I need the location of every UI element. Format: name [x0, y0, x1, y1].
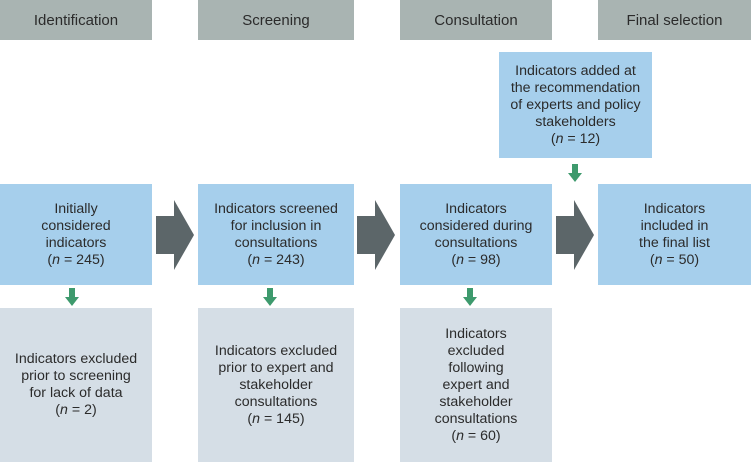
excluded-2-count: (n = 145) [247, 410, 305, 427]
excluded-3-line-2: excluded [447, 342, 505, 359]
main-1-line-3: indicators [45, 234, 107, 251]
excluded-3-line-5: stakeholder [439, 393, 513, 410]
consultation-box: Indicators considered during consultatio… [400, 184, 552, 285]
main-3-count: (n = 98) [451, 251, 501, 268]
main-1-line-2: considered [41, 217, 111, 234]
main-2-count: (n = 243) [247, 251, 305, 268]
main-2-line-2: for inclusion in [230, 217, 322, 234]
added-line-2: the recommendation [510, 79, 641, 96]
main-4-line-2: included in [640, 217, 709, 234]
excluded-1-count: (n = 2) [55, 402, 97, 418]
excluded-3-line-6: consultations [434, 410, 518, 427]
added-line-1: Indicators added at [515, 62, 636, 79]
excluded-2-line-2: prior to expert and [218, 359, 334, 376]
down-arrow-excluded-1-icon [65, 288, 79, 306]
header-identification: Identification [0, 0, 152, 40]
header-final-selection: Final selection [598, 0, 751, 40]
main-3-line-1: Indicators [445, 200, 507, 217]
down-arrow-excluded-2-icon [263, 288, 277, 306]
flow-arrow-3-icon [556, 200, 594, 270]
excluded-2-line-3: stakeholder [239, 376, 313, 393]
main-3-line-2: considered during [419, 217, 533, 234]
main-4-line-1: Indicators [643, 200, 706, 217]
excluded-2-line-1: Indicators excluded [214, 342, 338, 359]
main-3-line-3: consultations [434, 234, 518, 251]
excluded-no-data-box: Indicators excluded prior to screening f… [0, 308, 152, 462]
main-2-line-3: consultations [234, 234, 318, 251]
header-consultation: Consultation [400, 0, 552, 40]
excluded-3-count: (n = 60) [451, 427, 501, 444]
initially-considered-box: Initially considered indicators (n = 245… [0, 184, 152, 285]
added-line-3: of experts and policy [510, 96, 641, 113]
screened-box: Indicators screened for inclusion in con… [198, 184, 354, 285]
header-screening: Screening [198, 0, 354, 40]
main-2-line-1: Indicators screened [214, 200, 338, 217]
down-arrow-excluded-3-icon [463, 288, 477, 306]
excluded-3-line-4: expert and [442, 376, 510, 393]
added-indicators-box: Indicators added at the recommendation o… [499, 52, 652, 158]
added-line-4: stakeholders [535, 113, 616, 130]
main-4-count: (n = 50) [649, 251, 700, 268]
main-1-line-1: Initially [54, 200, 98, 217]
flow-arrow-1-icon [156, 200, 194, 270]
excluded-3-line-3: following [448, 359, 504, 376]
excluded-1-line-3: for lack of data [29, 385, 123, 401]
excluded-2-line-4: consultations [234, 393, 318, 410]
excluded-1-line-2: prior to screening [21, 368, 131, 384]
excluded-before-consultation-box: Indicators excluded prior to expert and … [198, 308, 354, 462]
flow-arrow-2-icon [357, 200, 395, 270]
main-1-count: (n = 245) [47, 251, 105, 268]
excluded-1-line-1: Indicators excluded [14, 351, 138, 367]
down-arrow-added-icon [568, 164, 582, 182]
main-4-line-3: the final list [639, 234, 710, 251]
final-list-box: Indicators included in the final list (n… [598, 184, 751, 285]
excluded-after-consultation-box: Indicators excluded following expert and… [400, 308, 552, 462]
excluded-3-line-1: Indicators [445, 325, 507, 342]
added-count: (n = 12) [550, 130, 601, 147]
